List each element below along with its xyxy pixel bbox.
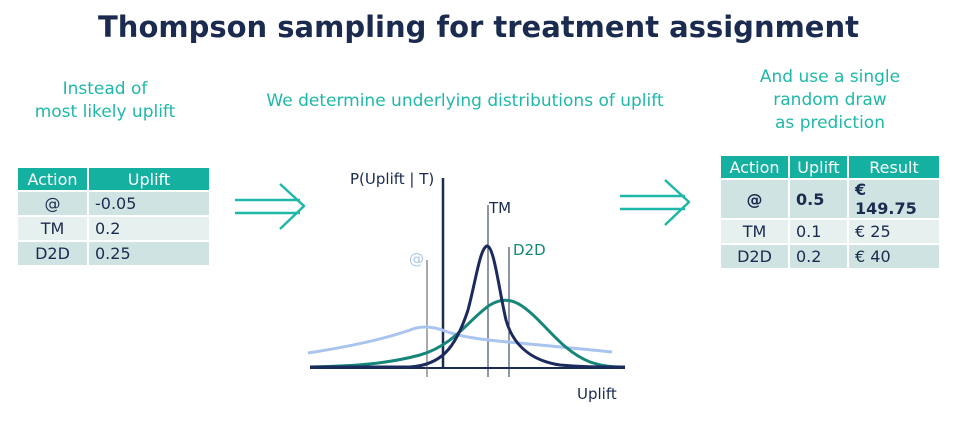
arrow-right-icon xyxy=(620,179,691,226)
table-row: @0.5€ 149.75 xyxy=(721,180,939,218)
cell: € 25 xyxy=(849,220,939,243)
cell: 0.2 xyxy=(790,245,847,268)
cell: D2D xyxy=(721,245,788,268)
series-label-at: @ xyxy=(409,250,424,268)
cell: 0.25 xyxy=(89,242,209,265)
header-action: Action xyxy=(18,168,87,190)
cell: -0.05 xyxy=(89,192,209,215)
middle-caption: We determine underlying distributions of… xyxy=(266,91,664,111)
curve-d2d xyxy=(309,298,626,369)
header-action: Action xyxy=(721,156,788,178)
cell: 0.1 xyxy=(790,220,847,243)
caption-line: as prediction xyxy=(775,113,885,133)
curve-at xyxy=(307,325,613,355)
y-axis-label: P(Uplift | T) xyxy=(350,170,435,188)
curve-tm xyxy=(310,244,626,369)
header-result: Result xyxy=(849,156,939,178)
caption-line: And use a single xyxy=(759,67,901,87)
caption-line: random draw xyxy=(773,90,887,110)
cell: TM xyxy=(18,217,87,240)
table-row: @-0.05 xyxy=(18,192,209,215)
series-label-tm: TM xyxy=(489,199,512,217)
slide-title: Thompson sampling for treatment assignme… xyxy=(98,10,859,44)
cell: @ xyxy=(721,180,788,218)
x-axis-label: Uplift xyxy=(577,385,617,403)
cell: 0.5 xyxy=(790,180,847,218)
cell: 0.2 xyxy=(89,217,209,240)
right-caption: And use a single random draw as predicti… xyxy=(720,66,940,135)
header-uplift: Uplift xyxy=(89,168,209,190)
caption-line: most likely uplift xyxy=(34,102,176,122)
cell: @ xyxy=(18,192,87,215)
cell: D2D xyxy=(18,242,87,265)
series-label-d2d: D2D xyxy=(513,241,546,259)
cell: € 40 xyxy=(849,245,939,268)
left-caption: Instead of most likely uplift xyxy=(10,78,200,124)
caption-line: Instead of xyxy=(62,79,148,99)
cell: TM xyxy=(721,220,788,243)
cell: € 149.75 xyxy=(849,180,939,218)
header-uplift: Uplift xyxy=(790,156,847,178)
arrow-right-icon xyxy=(235,183,306,230)
